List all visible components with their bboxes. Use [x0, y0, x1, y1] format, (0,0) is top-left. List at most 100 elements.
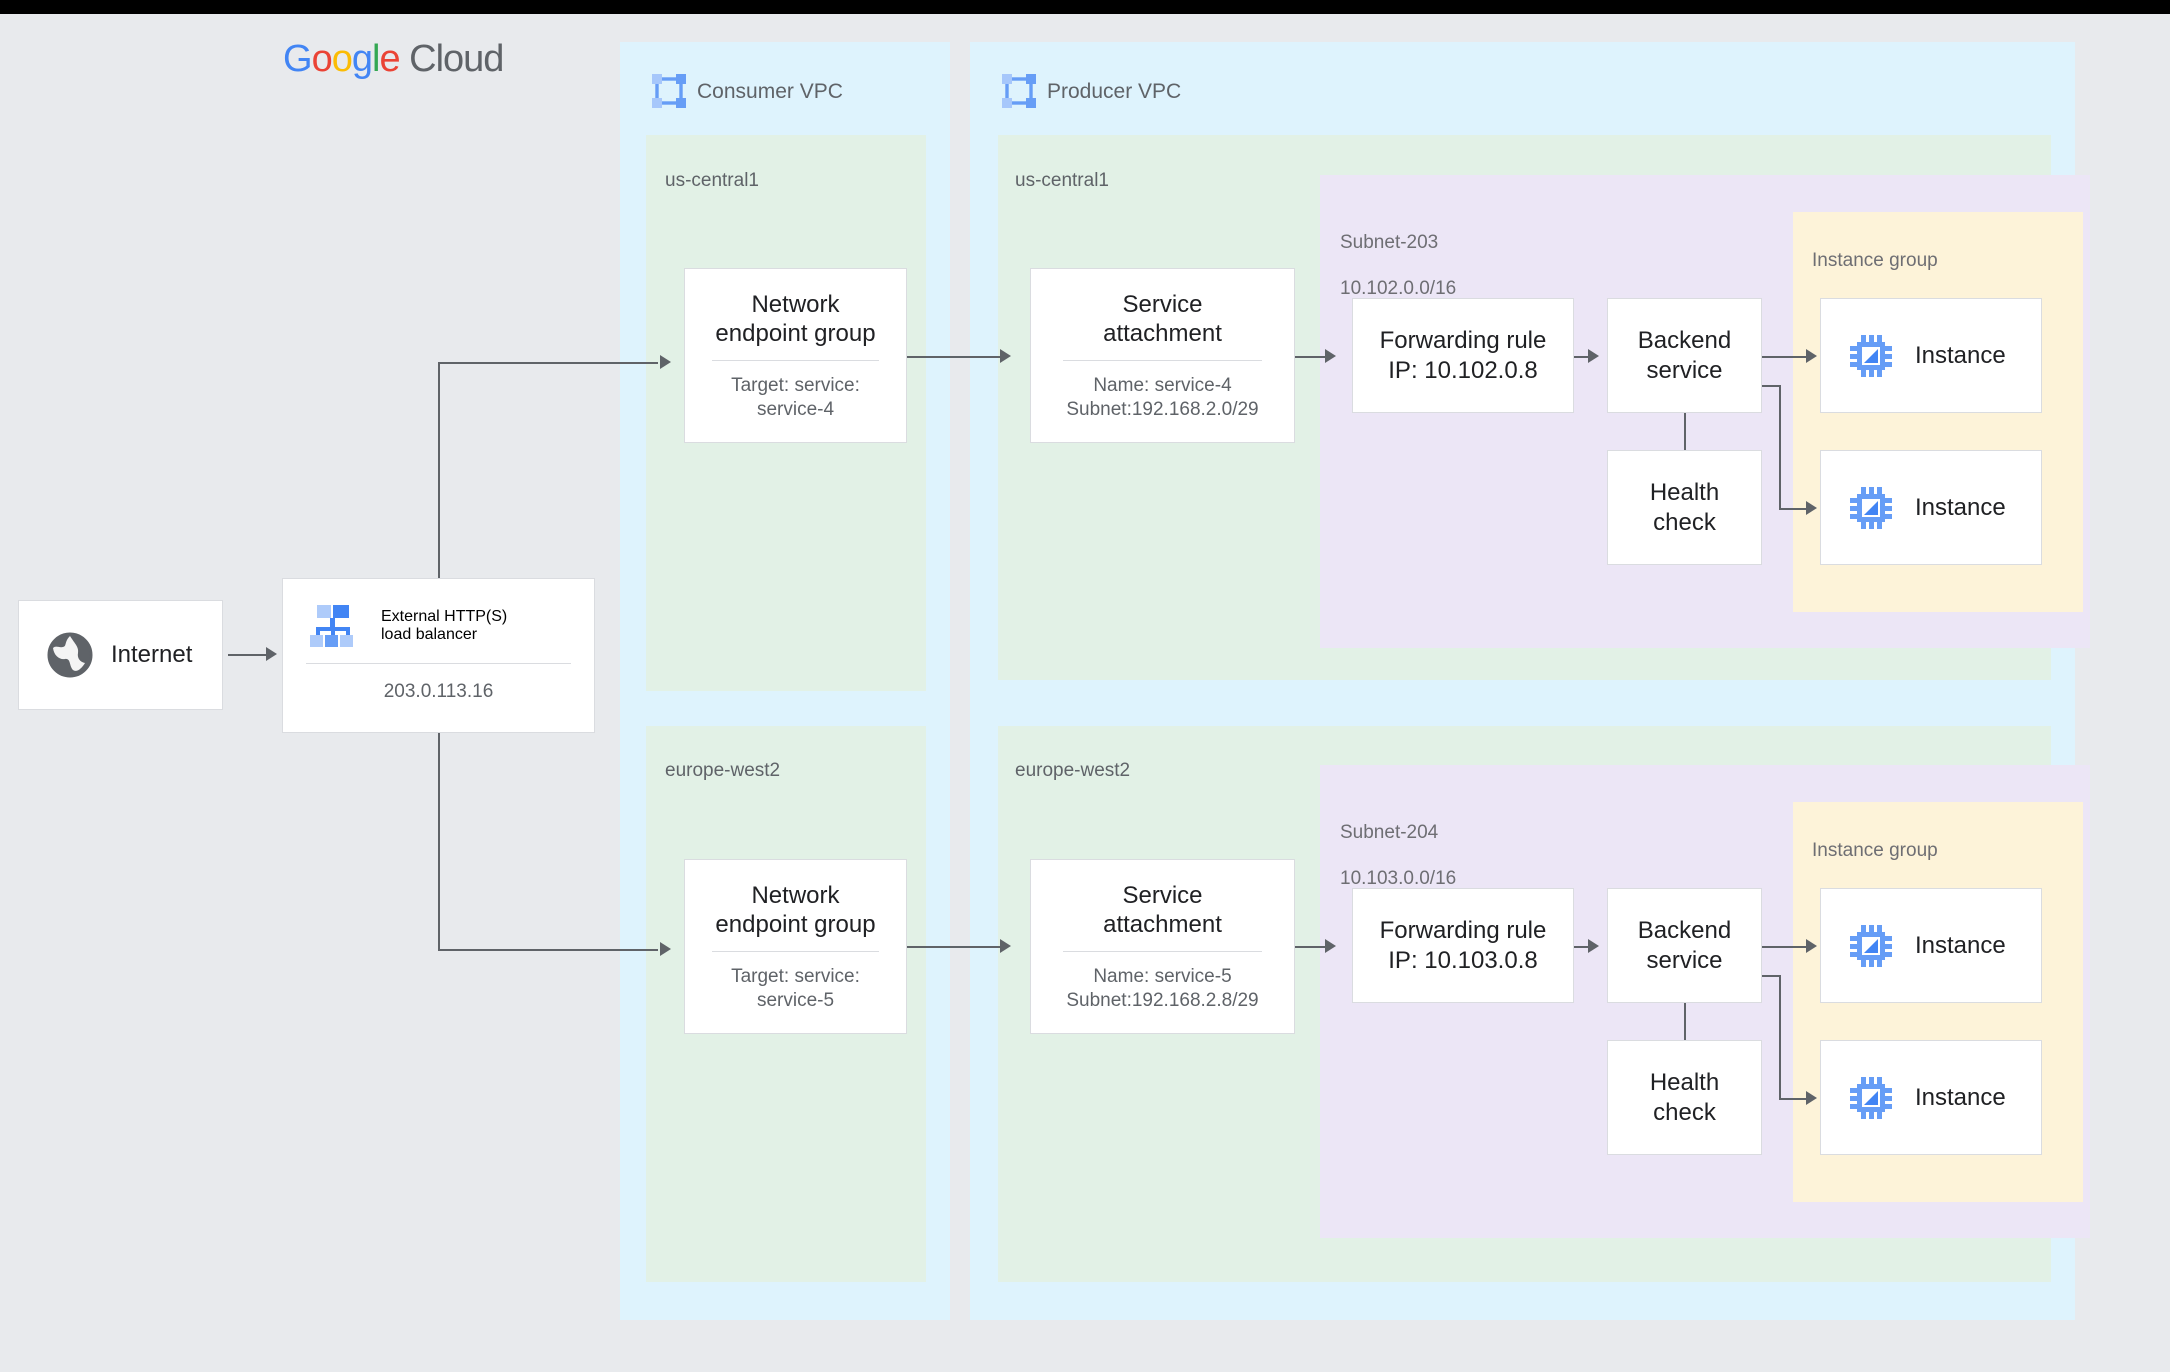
arrow-head — [1325, 349, 1336, 363]
instance-label-0-0: Instance — [1915, 341, 2006, 369]
health-check-box-1[interactable]: Health check — [1607, 1040, 1762, 1155]
card-divider — [1062, 950, 1263, 952]
arrow-head — [660, 942, 671, 956]
internet-card[interactable]: Internet — [18, 600, 223, 710]
health-check-box-0[interactable]: Health check — [1607, 450, 1762, 565]
backend-service-box-1[interactable]: Backend service — [1607, 888, 1762, 1003]
logo-letter-e: e — [379, 38, 400, 80]
connector-bs0-to-hc0 — [1684, 413, 1686, 450]
service-attachment-card-1[interactable]: Service attachment Name: service-5 Subne… — [1030, 859, 1295, 1034]
instance-card-0-1[interactable]: Instance — [1820, 450, 2042, 565]
producer-region-label-1: europe-west2 — [1015, 760, 1131, 781]
instance-chip-icon — [1849, 486, 1893, 530]
sa-sub-line1-1: Name: service-5 — [1093, 965, 1232, 987]
sa-title-line1-1: Service — [1122, 881, 1203, 909]
forwarding-rule-box-1[interactable]: Forwarding rule IP: 10.103.0.8 — [1352, 888, 1574, 1003]
neg-title-line1-0: Network — [751, 290, 840, 318]
connector-bs1-to-hc1 — [1684, 1003, 1686, 1040]
hc-line2-1: check — [1653, 1098, 1716, 1126]
sa-title-line1-0: Service — [1122, 290, 1203, 318]
arrow-head — [1588, 939, 1599, 953]
connector-bs0-elbow-h1 — [1762, 385, 1781, 387]
neg-sub-line1-0: Target: service: — [731, 374, 860, 396]
subnet-name-0: Subnet-203 — [1340, 232, 1439, 253]
connector-lb-to-neg1 — [438, 949, 658, 951]
logo-letter-g1: G — [283, 38, 313, 80]
instance-group-label-1: Instance group — [1812, 840, 1938, 861]
fr-line1-1: Forwarding rule — [1379, 916, 1547, 944]
lb-ip-address: 203.0.113.16 — [383, 681, 494, 702]
instance-chip-icon — [1849, 924, 1893, 968]
neg-title-line2-0: endpoint group — [715, 319, 876, 347]
arrow-head — [1325, 939, 1336, 953]
consumer-region-label-1: europe-west2 — [665, 760, 781, 781]
arrow-head — [1806, 1091, 1817, 1105]
connector-bs1-elbow-h1 — [1762, 975, 1781, 977]
arrow-head — [1806, 349, 1817, 363]
instance-card-0-0[interactable]: Instance — [1820, 298, 2042, 413]
connector-bs1-elbow-v — [1779, 975, 1781, 1098]
connector-neg1-to-sa1 — [907, 946, 1000, 948]
hc-line2-0: check — [1653, 508, 1716, 536]
neg-sub-line2-0: service-4 — [756, 398, 835, 420]
fr-line2-0: IP: 10.102.0.8 — [1388, 356, 1538, 384]
bs-line2-1: service — [1646, 946, 1723, 974]
connector-sa1-to-fr1 — [1295, 946, 1325, 948]
globe-icon — [47, 632, 93, 678]
consumer-vpc-title: Consumer VPC — [697, 80, 843, 103]
logo-letter-g2: g — [351, 38, 373, 80]
bs-line1-0: Backend — [1637, 326, 1732, 354]
neg-sub-line2-1: service-5 — [756, 989, 835, 1011]
backend-service-box-0[interactable]: Backend service — [1607, 298, 1762, 413]
neg-title-line2-1: endpoint group — [715, 910, 876, 938]
sa-sub-line1-0: Name: service-4 — [1093, 374, 1232, 396]
hc-line1-1: Health — [1649, 1068, 1720, 1096]
card-divider — [306, 663, 571, 664]
arrow-head — [1000, 349, 1011, 363]
instance-card-1-0[interactable]: Instance — [1820, 888, 2042, 1003]
subnet-cidr-0: 10.102.0.0/16 — [1340, 278, 1457, 299]
lb-title-line2: load balancer — [381, 626, 478, 643]
instance-label-0-1: Instance — [1915, 493, 2006, 521]
sa-sub-line2-1: Subnet:192.168.2.8/29 — [1066, 989, 1259, 1011]
connector-fr1-to-bs1 — [1574, 946, 1596, 948]
instance-label-1-0: Instance — [1915, 931, 2006, 959]
consumer-region-label-0: us-central1 — [665, 170, 759, 191]
connector-internet-to-lb — [228, 654, 268, 656]
connector-fr0-to-bs0 — [1574, 356, 1596, 358]
external-http-load-balancer-card[interactable]: External HTTP(S) load balancer 203.0.113… — [282, 578, 595, 733]
sa-title-line2-0: attachment — [1103, 319, 1222, 347]
subnet-cidr-1: 10.103.0.0/16 — [1340, 868, 1457, 889]
producer-vpc-title: Producer VPC — [1047, 80, 1182, 103]
neg-sub-line1-1: Target: service: — [731, 965, 860, 987]
google-cloud-logo: Google Cloud — [283, 38, 504, 81]
instance-chip-icon — [1849, 334, 1893, 378]
connector-sa0-to-fr0 — [1295, 356, 1325, 358]
subnet-name-1: Subnet-204 — [1340, 822, 1439, 843]
arrow-head — [266, 647, 277, 661]
logo-letter-o1: o — [311, 38, 333, 80]
connector-neg0-to-sa0 — [907, 356, 1000, 358]
internet-label: Internet — [111, 641, 193, 668]
bs-line1-1: Backend — [1637, 916, 1732, 944]
instance-card-1-1[interactable]: Instance — [1820, 1040, 2042, 1155]
card-divider — [711, 359, 880, 361]
subnet-label-0: Subnet-203 10.102.0.0/16 — [1340, 208, 1456, 323]
connector-bs0-to-instance0 — [1762, 356, 1808, 358]
arrow-head — [1000, 939, 1011, 953]
network-endpoint-group-card-0[interactable]: Network endpoint group Target: service: … — [684, 268, 907, 443]
vpc-network-icon — [651, 73, 687, 109]
connector-bs1-to-instance1 — [1779, 1098, 1808, 1100]
card-divider — [1062, 359, 1263, 361]
connector-bs0-elbow-v — [1779, 385, 1781, 508]
network-endpoint-group-card-1[interactable]: Network endpoint group Target: service: … — [684, 859, 907, 1034]
service-attachment-card-0[interactable]: Service attachment Name: service-4 Subne… — [1030, 268, 1295, 443]
connector-bs0-to-instance1 — [1779, 508, 1808, 510]
load-balancer-icon — [309, 603, 361, 649]
sa-title-line2-1: attachment — [1103, 910, 1222, 938]
forwarding-rule-box-0[interactable]: Forwarding rule IP: 10.102.0.8 — [1352, 298, 1574, 413]
bs-line2-0: service — [1646, 356, 1723, 384]
neg-title-line1-1: Network — [751, 881, 840, 909]
connector-lb-up — [438, 362, 440, 578]
fr-line1-0: Forwarding rule — [1379, 326, 1547, 354]
